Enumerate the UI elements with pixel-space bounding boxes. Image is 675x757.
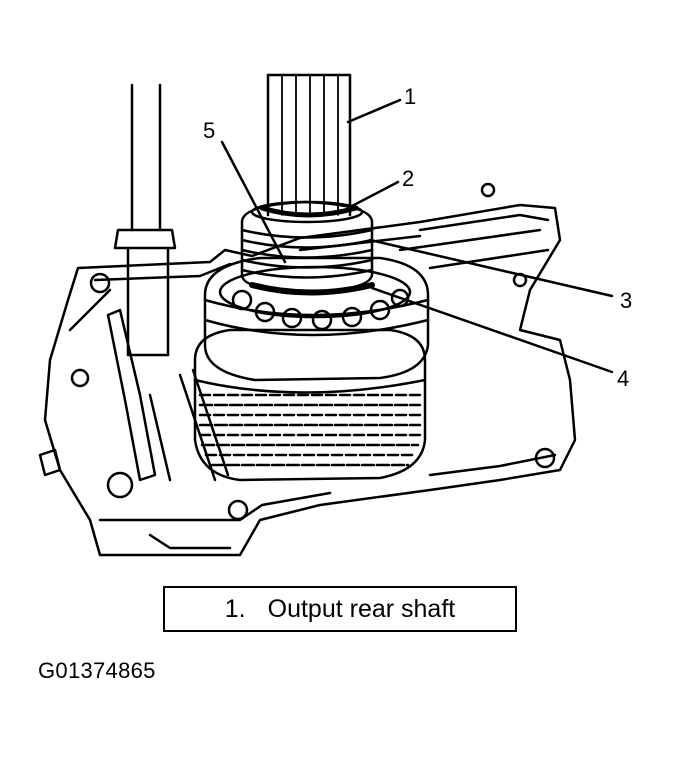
case-outline <box>43 203 577 557</box>
legend-number: 1. <box>224 594 246 623</box>
bolt-hole <box>534 447 556 469</box>
callout-2: 2 <box>402 166 414 191</box>
figure-id: G01374865 <box>38 658 156 683</box>
leader-line-2 <box>350 180 400 208</box>
legend-box: 1. Output rear shaft <box>163 586 517 632</box>
bolt-hole <box>227 499 249 521</box>
bolt-hole <box>89 272 111 294</box>
bearing-ring <box>203 256 430 382</box>
bearing-ball <box>341 306 363 328</box>
output-rear-shaft <box>266 73 352 217</box>
snap-ring <box>259 205 359 218</box>
vertical-tube <box>130 83 162 232</box>
bearing-ball <box>231 289 253 311</box>
callout-3: 3 <box>620 288 632 313</box>
callout-5: 5 <box>203 118 215 143</box>
bearing-ball <box>369 299 391 321</box>
bearing-ball <box>390 288 410 308</box>
leader-line-4 <box>370 286 614 374</box>
callout-1: 1 <box>404 84 416 109</box>
leader-line-3 <box>368 238 614 298</box>
bolt-hole <box>480 182 496 198</box>
leader-line-1 <box>346 98 402 124</box>
transmission-diagram: 1 2 3 4 5 <box>38 73 632 557</box>
callout-4: 4 <box>617 366 629 391</box>
leader-line-5 <box>220 140 287 264</box>
clutch-pack <box>193 328 427 482</box>
legend-text: Output rear shaft <box>267 594 456 623</box>
bolt-hole <box>106 471 134 499</box>
bearing-ball <box>254 301 276 323</box>
bearing-ball <box>281 307 303 329</box>
bolt-hole <box>70 368 90 388</box>
bearing-ball <box>311 309 333 331</box>
